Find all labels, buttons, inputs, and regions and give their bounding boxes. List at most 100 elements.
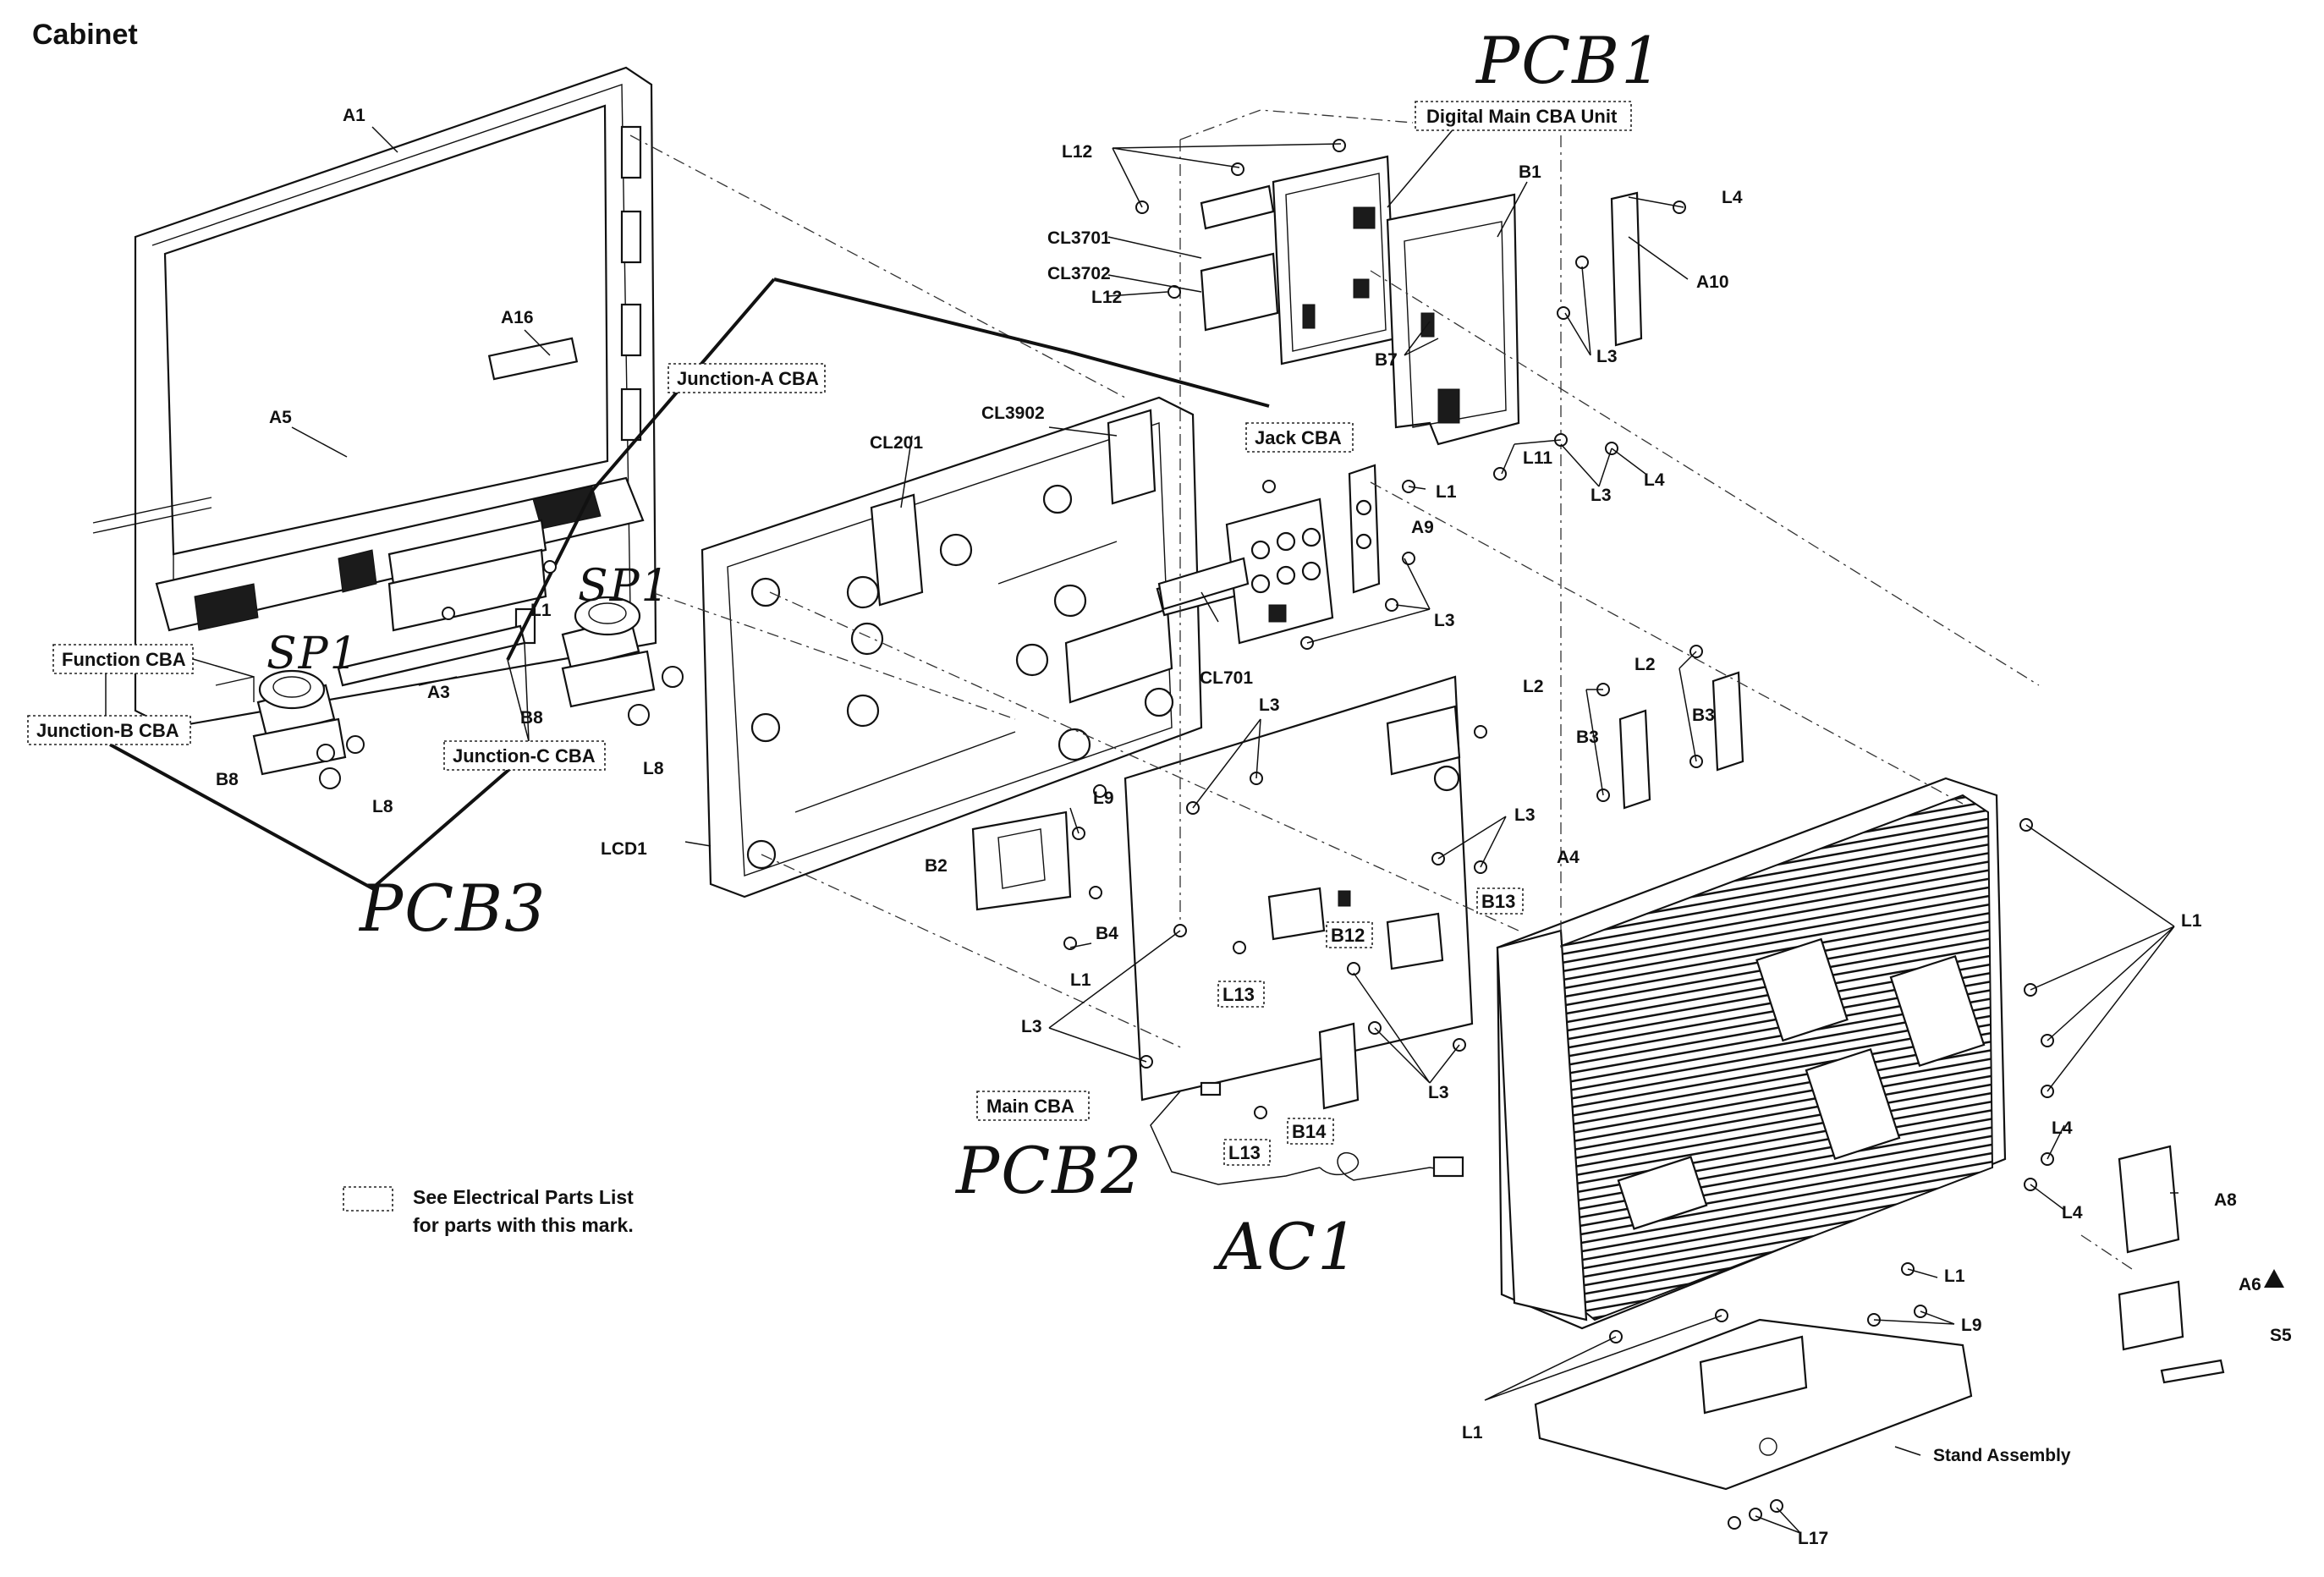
label-a4: A4 [1557,848,1580,867]
label-b4: B4 [1096,924,1118,943]
label-b1: B1 [1519,162,1541,182]
label-l9-bottom: L9 [1961,1316,1982,1335]
box-b12: B12 [1331,925,1365,946]
warning-triangle-icon [2264,1269,2284,1288]
assembly-lines [629,109,2133,1270]
label-l3-main-left: L3 [1021,1017,1042,1036]
label-l12-top: L12 [1062,142,1092,162]
ac-plug-connector [1200,1081,1222,1096]
box-junction-b-cba: Junction-B CBA [36,720,179,741]
handwritten-pcb1: PCB1 [1475,23,1664,98]
legend-dotted-box-icon [343,1186,393,1212]
box-digital-main-cba-unit: Digital Main CBA Unit [1426,106,1618,127]
label-a5: A5 [269,408,292,427]
label-l1-bottom-right: L1 [1944,1267,1965,1286]
label-l11: L11 [1523,448,1552,468]
label-cl201: CL201 [870,433,923,453]
a6-label [2118,1280,2184,1351]
label-a1: A1 [343,106,365,125]
box-b13: B13 [1481,891,1515,912]
label-b3-right: B3 [1692,706,1715,725]
group-lines [109,277,1270,891]
box-function-cba: Function CBA [62,649,186,670]
s5-label [2160,1359,2225,1384]
label-a16: A16 [501,308,534,327]
label-l2-left: L2 [1523,677,1544,696]
label-b3-left: B3 [1576,728,1599,747]
box-b14: B14 [1292,1121,1327,1142]
label-b7: B7 [1375,350,1398,370]
label-l3-top: L3 [1596,347,1618,366]
label-l4-top: L4 [1722,188,1743,207]
label-a10: A10 [1696,272,1729,292]
label-lcd1: LCD1 [601,839,647,859]
handwritten-annotations: PCB1 PCB2 PCB3 AC1 SP1 SP1 [266,23,1664,1284]
label-a3: A3 [427,683,450,702]
label-a6: A6 [2239,1275,2261,1294]
leader-lines [291,126,2178,1534]
label-l1-bottom-left: L1 [1462,1423,1483,1442]
part-labels: A1 A16 A5 A3 L1 B8 B8 L8 L8 LCD1 CL201 C… [216,106,2292,1548]
box-junction-c-cba: Junction-C CBA [453,745,596,767]
label-stand-assembly: Stand Assembly [1933,1446,2071,1465]
label-l2-right: L2 [1634,655,1656,674]
legend-line-1: See Electrical Parts List [413,1186,634,1208]
label-l17: L17 [1798,1529,1828,1548]
a10-bracket [1610,191,1643,347]
legend-line-2: for parts with this mark. [413,1214,634,1236]
label-b8-right: B8 [520,708,543,728]
legend: See Electrical Parts List for parts with… [343,1186,634,1236]
left-speaker-assembly [215,669,365,789]
handwritten-ac1: AC1 [1213,1209,1360,1284]
label-l1-front: L1 [530,601,552,620]
boxed-labels: Digital Main CBA Unit Junction-A CBA Jac… [27,101,1632,1166]
label-l3-main-right: L3 [1514,805,1536,825]
box-main-cba: Main CBA [986,1096,1074,1117]
label-l12-mid: L12 [1091,288,1122,307]
label-cl701: CL701 [1200,668,1253,688]
handwritten-pcb2: PCB2 [954,1133,1144,1208]
label-l9-main: L9 [1093,788,1114,808]
digital-main-cba-unit [1200,155,1520,446]
ac-plug [1432,1156,1464,1178]
label-a8: A8 [2214,1190,2237,1210]
b3-bracket-left [1618,709,1651,810]
handwritten-sp1-right: SP1 [578,561,671,612]
label-cl3701: CL3701 [1047,228,1111,248]
b3-bracket-right [1711,671,1744,772]
label-l3-main-top: L3 [1259,695,1280,715]
label-l8-left: L8 [372,797,393,816]
label-l4-back-a: L4 [2052,1118,2073,1138]
label-a9: A9 [1411,518,1434,537]
label-l3-b: L3 [1591,486,1612,505]
box-l13-b: L13 [1228,1142,1261,1163]
page-title: Cabinet [32,19,138,51]
back-cabinet-a4 [1496,777,2007,1330]
label-l8-right: L8 [643,759,664,778]
cl701-cable [1157,557,1250,611]
box-jack-cba: Jack CBA [1255,427,1342,448]
label-s5: S5 [2270,1326,2292,1345]
label-l1-main: L1 [1070,970,1091,990]
label-l1-jack: L1 [1436,482,1457,502]
ac-cord [1150,1091,1321,1185]
label-l4-back-b: L4 [2062,1203,2083,1223]
label-cl3902: CL3902 [981,404,1045,423]
label-l1-back: L1 [2181,911,2202,931]
main-cba-board [1124,675,1474,1110]
label-cl3702: CL3702 [1047,264,1111,283]
b2-bracket [971,810,1072,911]
stand-assembly [1534,1318,1973,1491]
label-l4-b: L4 [1644,470,1665,490]
handwritten-sp1-left: SP1 [266,629,360,679]
jack-cba [1225,464,1381,645]
label-l3-jack: L3 [1434,611,1455,630]
function-pcb [387,548,547,632]
box-l13-a: L13 [1222,984,1255,1005]
front-bezel-a1 [92,66,657,729]
handwritten-pcb3: PCB3 [358,871,547,946]
label-l3-main-bottom: L3 [1428,1083,1449,1102]
lcd-panel-lcd1 [700,396,1264,898]
a8-label [2118,1145,2180,1254]
